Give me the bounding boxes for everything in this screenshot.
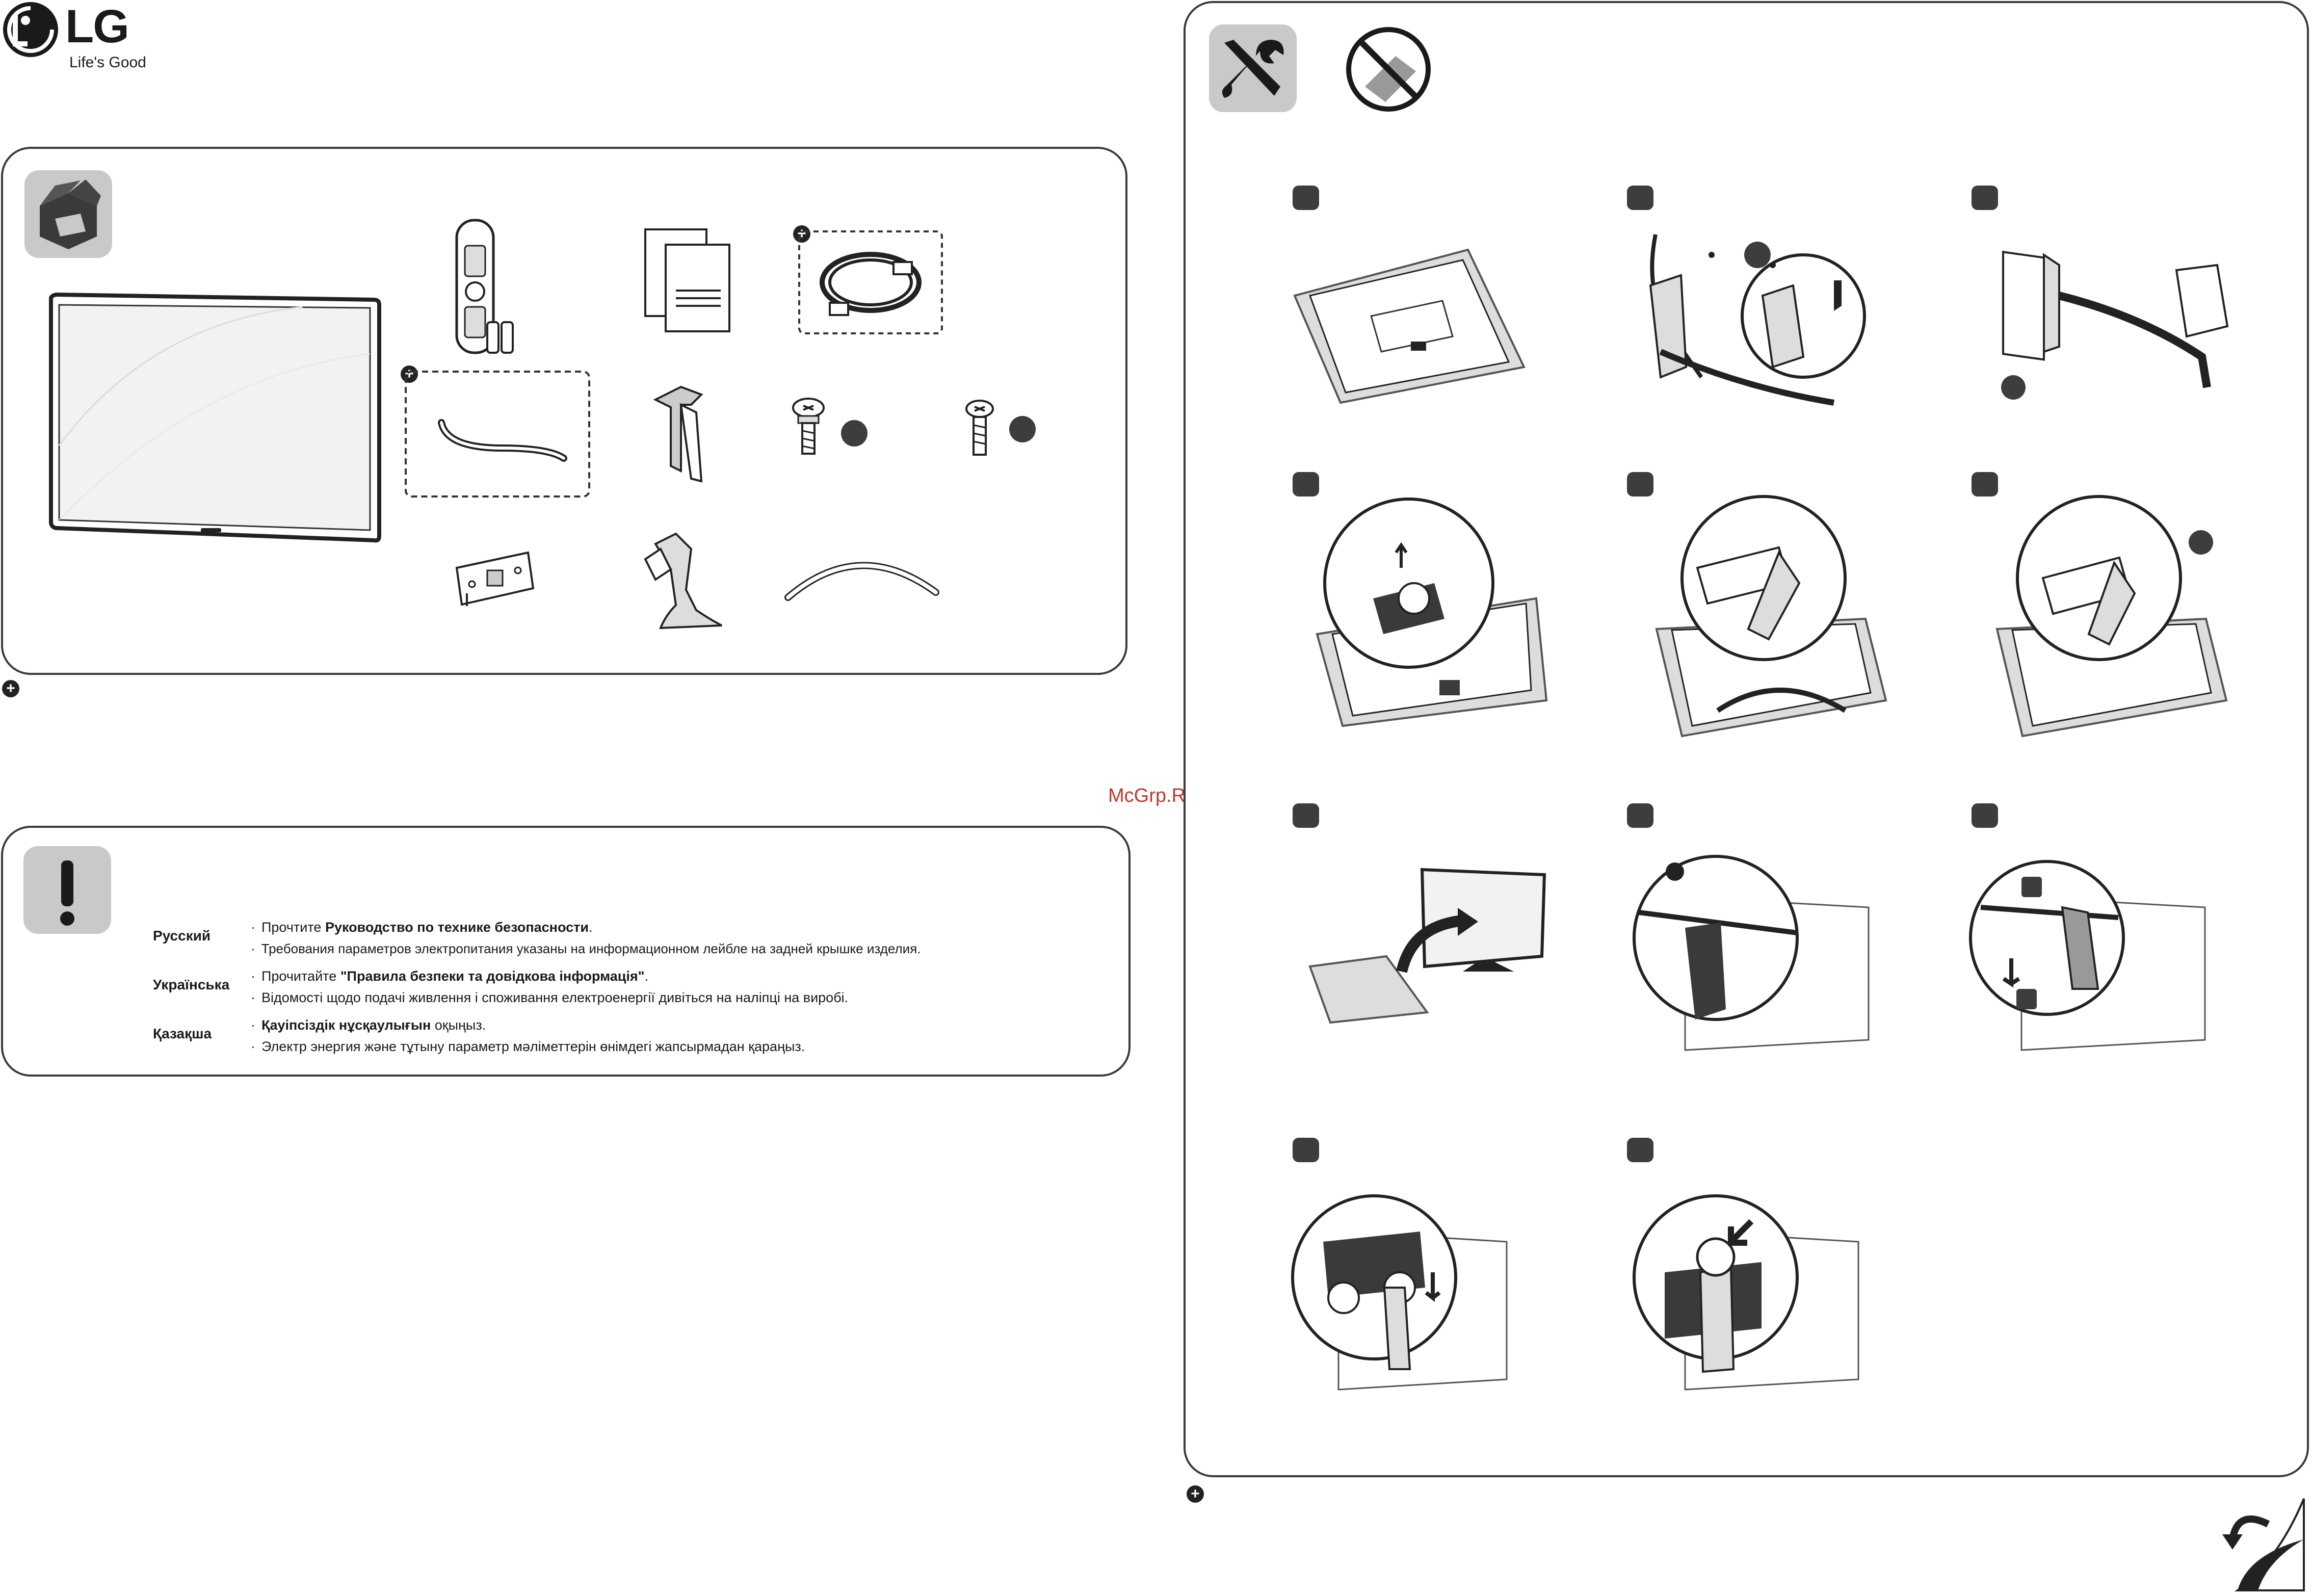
part-number-badge xyxy=(841,420,868,447)
box-contents-panel: + + xyxy=(1,147,1127,675)
language-label-kk: Қазақша xyxy=(153,1026,212,1041)
optional-note-plus-icon: + xyxy=(1187,1485,1204,1503)
page-turn-icon xyxy=(2222,1498,2305,1591)
tv-illustration xyxy=(49,292,381,543)
step-illustration xyxy=(1316,498,1548,727)
step-badge xyxy=(1627,186,1653,210)
step-badge xyxy=(1627,472,1653,496)
optional-note-plus-icon: + xyxy=(2,680,19,697)
optional-plus-icon: + xyxy=(793,225,810,243)
lg-logo: LG Life's Good xyxy=(0,0,153,76)
brand-tagline: Life's Good xyxy=(69,54,146,71)
no-scratch-surface-icon xyxy=(1346,27,1431,112)
step-badge xyxy=(1627,803,1653,828)
optional-plus-icon: + xyxy=(401,365,418,383)
notice-line: ·Требования параметров электропитания ук… xyxy=(251,941,921,956)
notice-line: ·Электр энергия және тұтыну параметр мәл… xyxy=(251,1039,805,1054)
step-badge xyxy=(1972,803,1998,828)
safety-notice-panel: Русский ·Прочтите Руководство по технике… xyxy=(1,826,1131,1077)
step-illustration xyxy=(1969,860,2206,1051)
step-illustration xyxy=(1655,495,1887,738)
step-illustration xyxy=(1633,1194,1859,1391)
box-contents-icon xyxy=(24,170,112,258)
step-badge xyxy=(1293,803,1319,828)
language-label-ru: Русский xyxy=(153,928,211,944)
step-badge xyxy=(1293,186,1319,210)
lg-logo-mark-icon xyxy=(3,2,58,57)
language-label-uk: Українська xyxy=(153,977,230,992)
stand-base-illustration xyxy=(784,562,939,601)
watermark: McGrp.Ru xyxy=(1108,785,1197,806)
step-illustration xyxy=(1995,495,2228,738)
part-number-badge xyxy=(1009,416,1036,442)
exclamation-icon xyxy=(23,846,111,934)
step-illustration xyxy=(1308,868,1546,1024)
brand-name: LG xyxy=(65,1,129,53)
screw-illustration xyxy=(965,400,994,456)
step-badge xyxy=(1972,186,1998,210)
step-badge xyxy=(1627,1138,1653,1162)
stand-bracket-illustration xyxy=(455,551,535,606)
remote-control-illustration xyxy=(455,219,514,354)
manuals-illustration xyxy=(644,228,730,332)
step-badge xyxy=(1293,1138,1319,1162)
step-badge xyxy=(1972,472,1998,496)
step-illustration xyxy=(1291,1194,1508,1391)
notice-line: ·Қауіпсіздік нұсқаулығын оқыңыз. xyxy=(251,1017,486,1033)
notice-line: ·Прочтите Руководство по технике безопас… xyxy=(251,920,593,935)
screw-illustration xyxy=(792,398,825,455)
stand-body-illustration xyxy=(644,532,726,630)
screwdriver-wrench-icon xyxy=(1209,24,1297,112)
notice-line: ·Відомості щодо подачі живлення і спожив… xyxy=(251,990,849,1005)
step-badge xyxy=(1293,472,1319,496)
step-illustration xyxy=(1649,234,1866,406)
cable-cover-illustration xyxy=(405,371,590,498)
step-illustration xyxy=(2001,250,2229,400)
power-cord-illustration xyxy=(798,230,943,334)
step-illustration xyxy=(1293,248,1526,404)
stand-neck-illustration xyxy=(653,385,703,483)
step-illustration xyxy=(1633,855,1870,1051)
notice-line: ·Прочитайте "Правила безпеки та довідков… xyxy=(251,969,648,984)
